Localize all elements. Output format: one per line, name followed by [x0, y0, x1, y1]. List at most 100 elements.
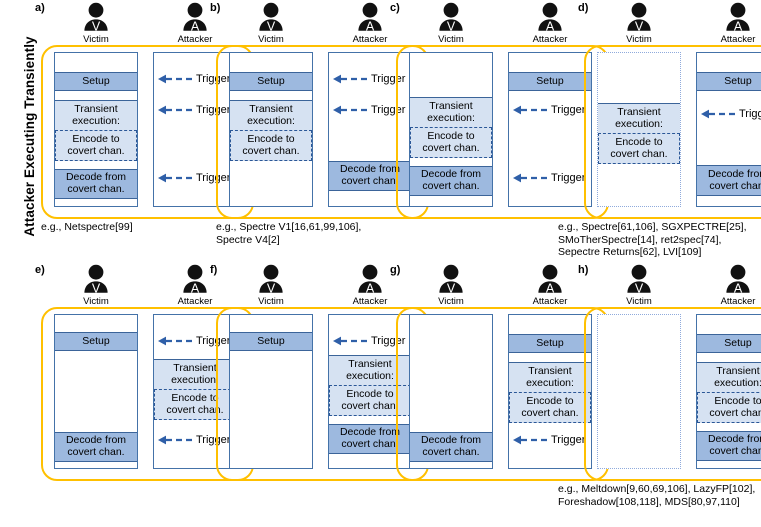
block-label: Setup: [724, 74, 752, 87]
block-label: Setup: [82, 74, 110, 87]
block-label: execution:: [427, 111, 475, 124]
avatar-attacker-label: Attacker: [177, 296, 213, 307]
trigger-label: Trigger: [196, 335, 231, 347]
block-label: covert chan.: [67, 183, 125, 195]
block-label: covert chan.: [242, 144, 300, 157]
block-label: Setup: [257, 334, 285, 347]
panel-capsule: [584, 45, 761, 219]
block-label: Decode from: [707, 167, 761, 180]
block-setup: Setup: [55, 332, 137, 351]
svg-text:V: V: [92, 19, 101, 33]
trigger-label: Trigger: [551, 104, 586, 116]
svg-text:V: V: [92, 281, 101, 295]
block-setup: Setup: [230, 72, 312, 91]
panel-caption: e.g., Netspectre[99]: [41, 221, 253, 234]
block-label: Decode from: [420, 168, 482, 181]
avatar-victim-label: Victim: [438, 296, 464, 307]
caption-line: Foreshadow[108,118], MDS[80,97,110]: [558, 495, 740, 508]
block-label: covert chan.: [422, 180, 480, 192]
panel-letter: d): [578, 2, 589, 14]
block-setup: Setup: [697, 72, 761, 91]
panel-letter: h): [578, 264, 589, 276]
caption-line: Sepectre Returns[62], LVI[109]: [558, 246, 702, 259]
svg-text:A: A: [546, 281, 555, 295]
block-label: Setup: [724, 336, 752, 349]
trigger-label: Trigger: [551, 434, 586, 446]
block-label: covert chan.: [422, 141, 480, 154]
block-label: Encode to: [346, 387, 394, 400]
block-label: Encode to: [171, 391, 219, 404]
block-label: execution:: [171, 373, 219, 386]
block-label: Transient: [173, 361, 217, 374]
svg-text:A: A: [734, 281, 743, 295]
block-label: covert chan.: [709, 406, 761, 419]
svg-text:V: V: [635, 281, 644, 295]
block-label: execution:: [615, 117, 663, 130]
block-label: covert chan.: [709, 445, 761, 457]
block-label: execution:: [346, 369, 394, 382]
avatar-victim-label: Victim: [83, 296, 109, 307]
block-label: Transient: [617, 105, 661, 118]
trigger-label: Trigger: [551, 172, 586, 184]
block-label: Transient: [528, 364, 572, 377]
trigger-arrow-1: Trigger: [512, 434, 585, 446]
block-label: covert chan.: [341, 399, 399, 412]
svg-text:V: V: [447, 281, 456, 295]
svg-text:A: A: [366, 19, 375, 33]
panel-letter: b): [210, 2, 221, 14]
avatar-victim-label: Victim: [626, 296, 652, 307]
avatar-victim-label: Victim: [258, 296, 284, 307]
trigger-label: Trigger: [196, 172, 231, 184]
svg-text:A: A: [546, 19, 555, 33]
caption-line: e.g., Spectre[61,106], SGXPECTRE[25],: [558, 221, 747, 233]
block-label: covert chan.: [610, 147, 668, 160]
block-label: covert chan.: [521, 406, 579, 419]
block-label: Encode to: [526, 394, 574, 407]
avatar-victim-label: Victim: [438, 34, 464, 45]
attacker-timeline-column: Setup: [508, 52, 592, 207]
block-label: Encode to: [615, 135, 663, 148]
block-label: Transient: [249, 102, 293, 115]
block-label: covert chan.: [67, 144, 125, 157]
panel-letter: g): [390, 264, 401, 276]
block-label: Decode from: [339, 426, 401, 439]
avatar-attacker-label: Attacker: [352, 296, 388, 307]
block-label: Setup: [82, 334, 110, 347]
trigger-arrow-1: Trigger: [700, 108, 761, 120]
